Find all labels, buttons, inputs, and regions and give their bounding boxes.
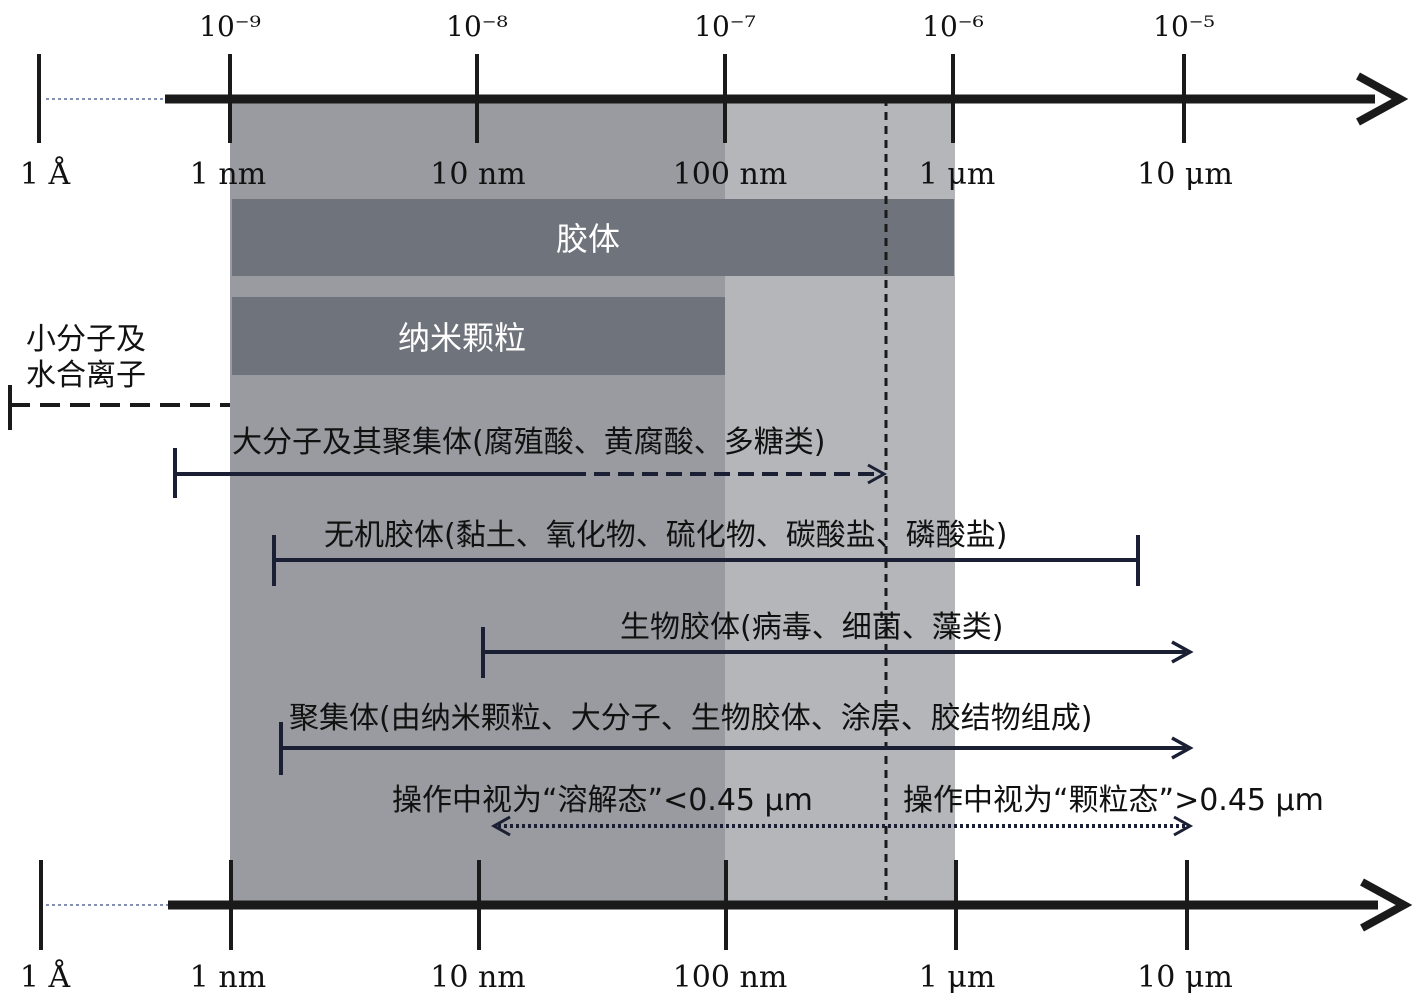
top-unit-label: 1 Å [20,156,71,192]
bio-colloids-label: 生物胶体(病毒、细菌、藻类) [620,610,1003,645]
top-unit-label: 100 nm [673,157,788,192]
top-exp-label: 10⁻⁶ [922,10,984,43]
bottom-unit-label: 1 nm [190,960,266,995]
top-unit-label: 10 μm [1137,157,1233,192]
bottom-unit-label: 100 nm [673,960,788,995]
top-unit-label: 10 nm [430,157,525,192]
aggregates-arrowhead [1171,736,1194,760]
colloid-band [232,199,954,276]
top-exp-label: 10⁻⁷ [694,10,756,43]
bottom-unit-label: 1 μm [919,960,996,995]
nanoparticle-band-label: 纳米颗粒 [398,319,526,357]
macromolecules-label: 大分子及其聚集体(腐殖酸、黄腐酸、多糖类) [232,425,825,460]
top-exp-label: 10⁻⁸ [446,10,508,43]
operational-arrowhead-right [1173,815,1194,837]
operational-arrowhead-left [490,815,511,837]
nanoparticle-band [232,297,725,375]
top-unit-label: 1 nm [190,157,266,192]
bottom-unit-label: 10 nm [430,960,525,995]
top-unit-label: 1 μm [919,157,996,192]
top-axis: 10⁻⁹ 10⁻⁸ 10⁻⁷ 10⁻⁶ 10⁻⁵ 1 Å 1 nm 10 nm … [20,10,1409,192]
bottom-unit-label: 1 Å [20,959,71,995]
small-molecules-label-line1: 小分子及 [26,322,146,357]
aggregates-label: 聚集体(由纳米颗粒、大分子、生物胶体、涂层、胶结物组成) [289,701,1092,736]
top-exp-label: 10⁻⁵ [1153,10,1215,43]
particulate-label: 操作中视为“颗粒态”>0.45 μm [903,783,1324,818]
bottom-unit-label: 10 μm [1137,960,1233,995]
inorganic-colloids-label: 无机胶体(黏土、氧化物、硫化物、碳酸盐、磷酸盐) [324,518,1007,553]
bio-colloids-arrowhead [1171,640,1194,664]
small-molecules-label-line2: 水合离子 [26,358,146,393]
top-exp-label: 10⁻⁹ [199,10,261,43]
bottom-axis: 1 Å 1 nm 10 nm 100 nm 1 μm 10 μm [20,860,1413,995]
colloid-band-label: 胶体 [556,220,620,258]
dissolved-label: 操作中视为“溶解态”<0.45 μm [392,783,813,818]
macromolecules-range-arrowhead [867,463,888,485]
bottom-axis-arrowhead [1360,878,1413,932]
top-axis-arrowhead [1356,72,1409,126]
